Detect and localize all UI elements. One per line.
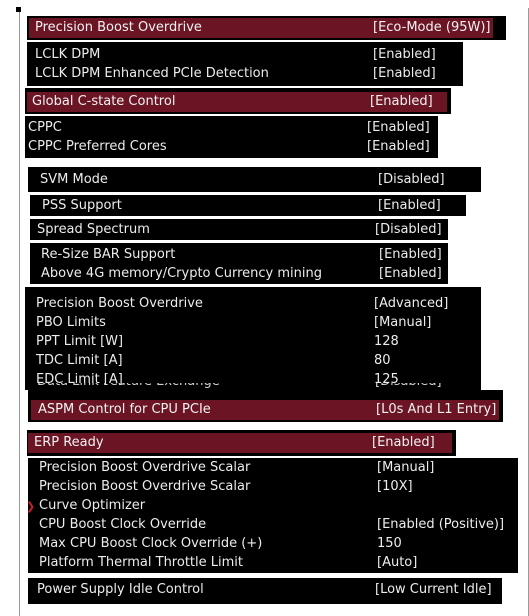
setting-label: Curve Optimizer	[39, 498, 146, 513]
spread-spectrum-panel	[30, 219, 448, 240]
setting-value: [Low Current Idle]	[375, 582, 492, 597]
setting-value: 150	[377, 536, 402, 551]
setting-value: [Manual]	[374, 315, 432, 330]
setting-spread-spectrum[interactable]: Spread Spectrum [Disabled]	[37, 220, 442, 239]
setting-value: [Disabled]	[375, 383, 442, 391]
setting-ppt-limit[interactable]: PPT Limit [W] 128	[36, 332, 476, 351]
setting-label: Spread Spectrum	[37, 222, 150, 237]
setting-value: [Enabled]	[379, 247, 442, 262]
setting-label: EDC Limit [A]	[36, 372, 123, 387]
submenu-arrow-icon: ❯	[26, 500, 36, 513]
setting-thermal-throttle[interactable]: Platform Thermal Throttle Limit [Auto]	[39, 553, 513, 572]
setting-label: ERP Ready	[34, 435, 104, 450]
setting-erp-ready[interactable]: ERP Ready [Enabled]	[28, 433, 452, 453]
setting-value: [10X]	[377, 479, 413, 494]
setting-value: [Enabled (Positive)]	[377, 517, 505, 532]
setting-cppc[interactable]: CPPC [Enabled]	[28, 118, 432, 137]
setting-label: Precision Boost Overdrive	[35, 20, 202, 35]
setting-tdc-limit[interactable]: TDC Limit [A] 80	[36, 351, 476, 370]
lclk-panel	[27, 42, 463, 86]
setting-lclk-dpm-pcie[interactable]: LCLK DPM Enhanced PCIe Detection [Enable…	[35, 64, 455, 83]
setting-label: ASPM Control for CPU PCIe	[38, 402, 211, 417]
setting-label: PPT Limit [W]	[36, 334, 124, 349]
pss-panel	[30, 195, 466, 216]
setting-label: PSS Support	[42, 198, 122, 213]
setting-label: Precision Boost Overdrive Scalar	[39, 460, 251, 475]
setting-value: [Enabled]	[379, 266, 442, 281]
setting-pss-support[interactable]: PSS Support [Enabled]	[42, 196, 462, 215]
setting-label: CPPC Preferred Cores	[28, 139, 167, 154]
setting-value: 80	[374, 353, 391, 368]
setting-label: Global C-state Control	[32, 94, 176, 109]
setting-value: [Disabled]	[378, 172, 445, 187]
setting-pbo-advanced[interactable]: Precision Boost Overdrive [Advanced]	[36, 294, 476, 313]
setting-label: Power Supply Idle Control	[37, 582, 204, 597]
psu-idle-panel	[28, 578, 502, 604]
setting-value: [Enabled]	[373, 47, 436, 62]
setting-aspm-cpu-pcie[interactable]: ASPM Control for CPU PCIe [L0s And L1 En…	[31, 400, 499, 420]
scalar-panel	[28, 458, 518, 573]
setting-lclk-dpm[interactable]: LCLK DPM [Enabled]	[35, 45, 455, 64]
setting-value: [Enabled]	[378, 198, 441, 213]
setting-label: Above 4G memory/Crypto Currency mining	[41, 266, 322, 281]
setting-pbo-mode[interactable]: Precision Boost Overdrive [Eco-Mode (95W…	[29, 18, 493, 38]
setting-label: CPU Boost Clock Override	[39, 517, 207, 532]
setting-label: Platform Thermal Throttle Limit	[39, 555, 243, 570]
setting-max-boost-override[interactable]: Max CPU Boost Clock Override (+) 150	[39, 534, 513, 553]
setting-label: PBO Limits	[36, 315, 106, 330]
setting-resize-bar[interactable]: Re-Size BAR Support [Enabled]	[41, 245, 443, 264]
setting-label: Precision Boost Overdrive	[36, 296, 203, 311]
setting-value: [Enabled]	[370, 94, 433, 109]
setting-cpu-boost-override[interactable]: CPU Boost Clock Override [Enabled (Posit…	[39, 515, 513, 534]
setting-label: CPPC	[28, 120, 62, 135]
pbo-limits-panel	[25, 287, 481, 390]
setting-value: [Eco-Mode (95W)]	[373, 20, 491, 35]
setting-label: Max CPU Boost Clock Override (+)	[39, 536, 263, 551]
setting-value: [Enabled]	[372, 435, 435, 450]
setting-label: Re-Size BAR Support	[41, 247, 176, 262]
setting-value: [Auto]	[377, 555, 418, 570]
setting-global-cstate[interactable]: Global C-state Control [Enabled]	[27, 92, 447, 112]
setting-above-4g[interactable]: Above 4G memory/Crypto Currency mining […	[41, 264, 443, 283]
setting-pbo-limits[interactable]: PBO Limits [Manual]	[36, 313, 476, 332]
setting-value: [Manual]	[377, 460, 435, 475]
setting-pbo-scalar[interactable]: Precision Boost Overdrive Scalar [10X]	[39, 477, 513, 496]
setting-value: [Enabled]	[367, 120, 430, 135]
setting-label: TDC Limit [A]	[36, 353, 123, 368]
svm-panel	[28, 167, 481, 192]
corner-marker	[16, 7, 21, 12]
setting-cppc-preferred[interactable]: CPPC Preferred Cores [Enabled]	[28, 137, 432, 156]
setting-label: LCLK DPM	[35, 47, 101, 62]
setting-curve-optimizer[interactable]: Curve Optimizer	[39, 496, 513, 515]
bar-panel	[30, 243, 448, 284]
setting-svm-mode[interactable]: SVM Mode [Disabled]	[40, 170, 470, 189]
setting-label: SVM Mode	[40, 172, 108, 187]
setting-psu-idle[interactable]: Power Supply Idle Control [Low Current I…	[37, 580, 497, 599]
setting-value: [Disabled]	[375, 222, 442, 237]
setting-label: Data Link Feature Exchange	[37, 383, 220, 391]
setting-value: 125	[374, 372, 399, 387]
setting-data-link-partial: Data Link Feature Exchange [Disabled]	[37, 383, 457, 397]
setting-label: Precision Boost Overdrive Scalar	[39, 479, 251, 494]
setting-label: LCLK DPM Enhanced PCIe Detection	[35, 66, 269, 81]
setting-value: [Enabled]	[367, 139, 430, 154]
setting-value: 128	[374, 334, 399, 349]
setting-pbo-scalar-mode[interactable]: Precision Boost Overdrive Scalar [Manual…	[39, 458, 513, 477]
setting-value: [Enabled]	[373, 66, 436, 81]
setting-value: [L0s And L1 Entry]	[376, 402, 497, 417]
setting-value: [Advanced]	[374, 296, 449, 311]
cppc-panel	[25, 116, 438, 158]
setting-edc-limit[interactable]: EDC Limit [A] 125	[36, 370, 476, 389]
